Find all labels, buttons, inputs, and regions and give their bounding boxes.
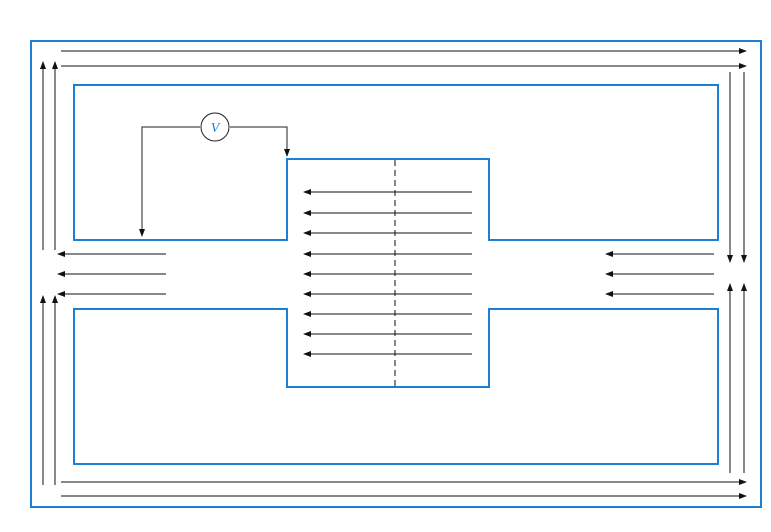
right-flux-lines (727, 72, 747, 473)
voltmeter-circuit: V (139, 112, 290, 237)
core-window-upper (73, 84, 719, 241)
core-outer-boundary (30, 40, 762, 508)
bottom-flux-lines (61, 479, 747, 499)
right-gap-flux-lines (605, 251, 714, 297)
center-gap-flux-lines (303, 189, 472, 357)
core-window-lower (73, 308, 719, 465)
left-gap-flux-lines (57, 251, 166, 297)
top-flux-lines (61, 48, 747, 69)
left-flux-lines (40, 61, 58, 485)
voltmeter-icon (200, 112, 230, 142)
voltmeter-label: V (211, 121, 221, 136)
